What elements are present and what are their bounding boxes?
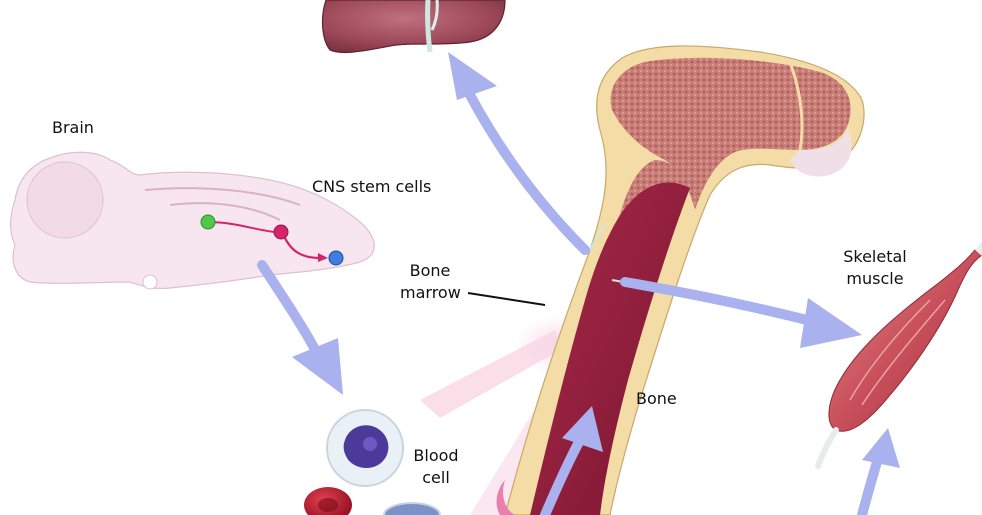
label-blood-cell-line1: Blood: [413, 446, 459, 465]
red-blood-cell: [304, 487, 352, 515]
label-brain: Brain: [52, 118, 94, 137]
femur-bone: [504, 45, 865, 515]
label-bone-marrow: Bone marrow: [400, 260, 461, 304]
arrow-bone-to-liver: [448, 52, 590, 255]
bone-marrow-leader-line: [467, 292, 546, 306]
label-bone: Bone: [636, 389, 677, 408]
white-blood-cell: [326, 409, 404, 487]
skeletal-muscle: [815, 242, 982, 469]
label-skeletal-muscle: Skeletal muscle: [835, 246, 915, 290]
label-bone-marrow-line1: Bone: [409, 261, 451, 280]
liver: [321, 0, 506, 54]
label-cns-stem-cells: CNS stem cells: [312, 177, 432, 196]
arrow-muscle-to-bone: [857, 428, 900, 515]
label-blood-cell-line2: cell: [422, 468, 450, 487]
pink-cell-fragment: [496, 480, 515, 515]
brain: [9, 151, 375, 290]
label-bone-marrow-line2: marrow: [400, 283, 461, 302]
label-skeletal-muscle-line2: muscle: [846, 269, 904, 288]
arrow-blood-to-bone: [540, 406, 603, 515]
arrow-bone-to-muscle: [620, 277, 862, 348]
arrow-brain-to-blood: [257, 260, 343, 395]
label-blood-cell: Blood cell: [404, 445, 468, 489]
label-skeletal-muscle-line1: Skeletal: [843, 247, 907, 266]
blue-blood-cell: [383, 502, 441, 515]
